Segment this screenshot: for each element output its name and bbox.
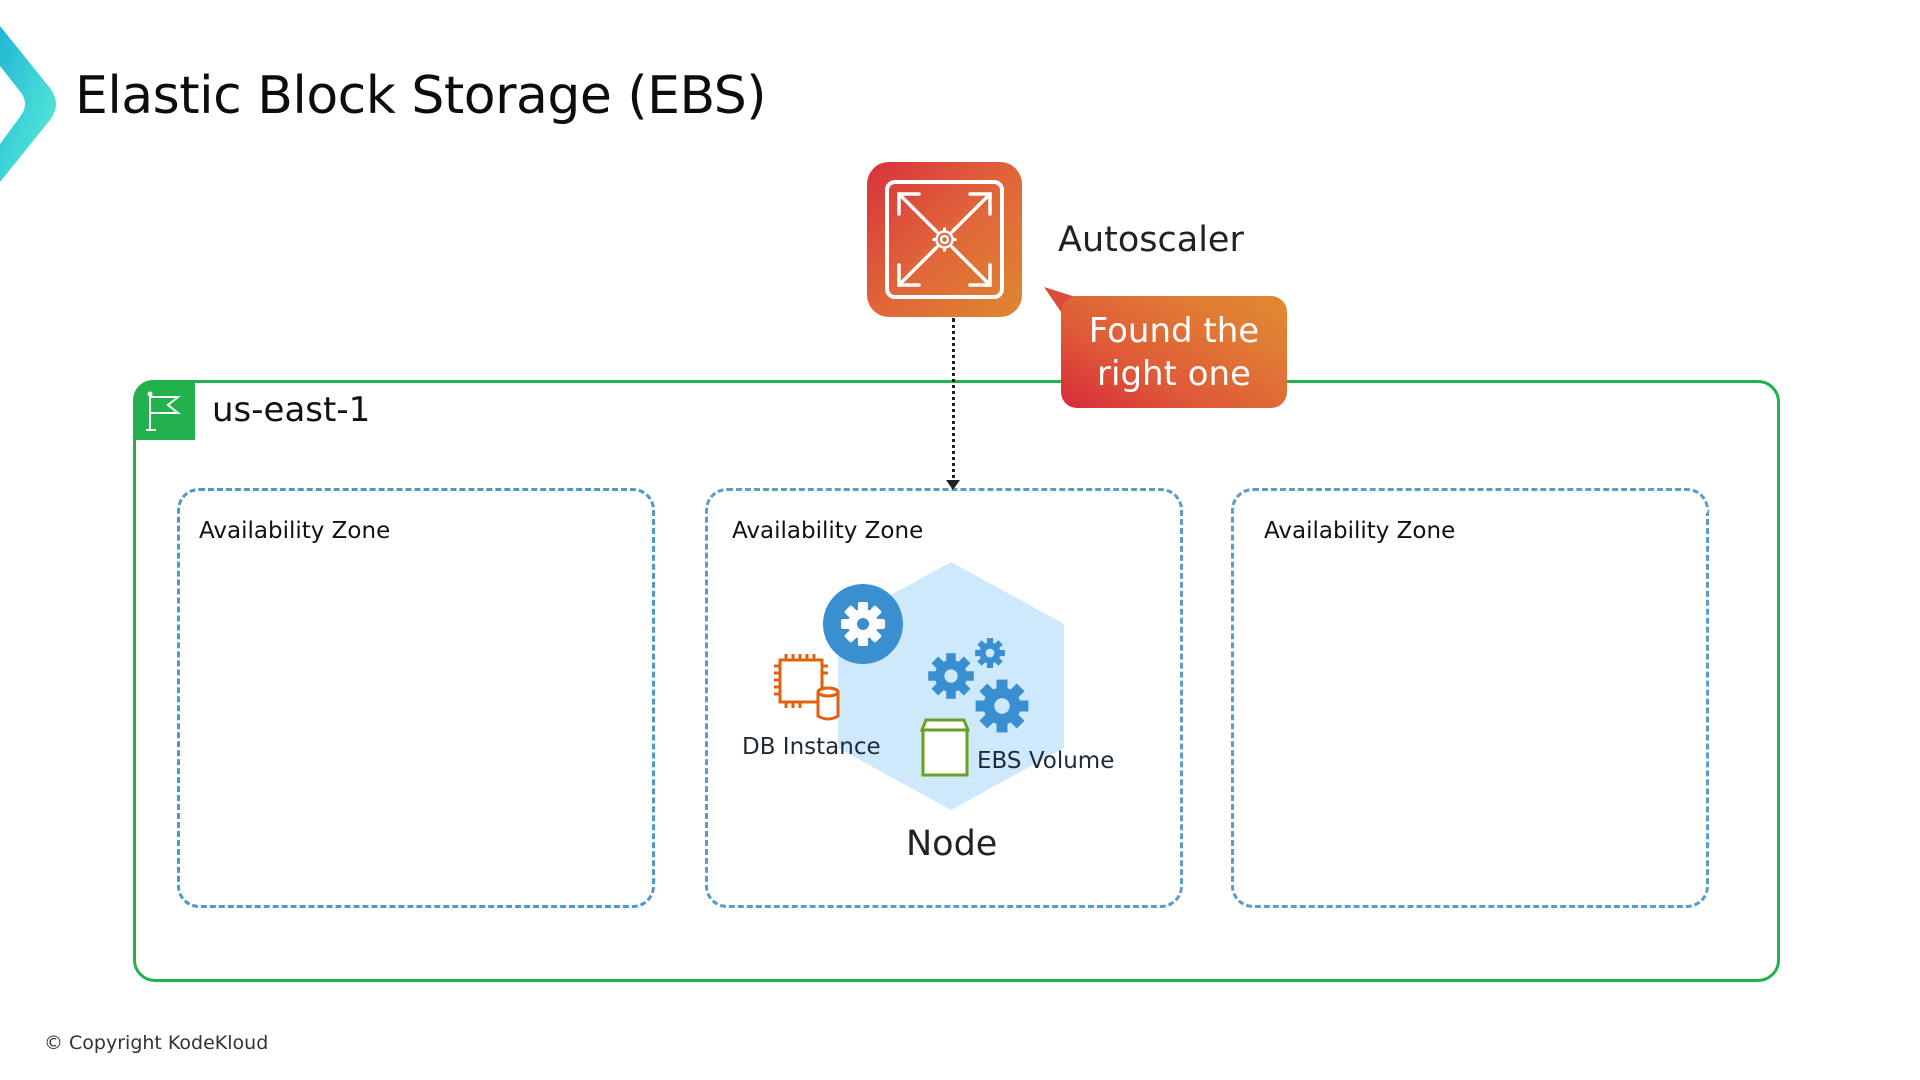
node-settings-badge bbox=[823, 584, 903, 664]
availability-zone-1 bbox=[177, 488, 655, 908]
region-box bbox=[133, 380, 1780, 982]
ebs-volume-label: EBS Volume bbox=[977, 748, 1115, 774]
ebs-volume-icon bbox=[920, 718, 970, 777]
availability-zone-3-label: Availability Zone bbox=[1264, 518, 1456, 544]
callout-bubble: Found the right one bbox=[1061, 296, 1287, 408]
autoscaling-arrows-icon bbox=[885, 180, 1004, 299]
node-label: Node bbox=[906, 824, 998, 864]
db-instance-label: DB Instance bbox=[742, 734, 881, 760]
availability-zone-2-label: Availability Zone bbox=[732, 518, 924, 544]
db-instance-icon bbox=[774, 654, 840, 721]
callout-line-1: Found the bbox=[1088, 311, 1260, 351]
chevron-logo-icon bbox=[0, 26, 56, 182]
callout-line-2: right one bbox=[1097, 354, 1251, 394]
autoscaler-icon-box[interactable] bbox=[867, 162, 1022, 317]
copyright-text: © Copyright KodeKloud bbox=[44, 1032, 269, 1054]
availability-zone-1-label: Availability Zone bbox=[199, 518, 391, 544]
region-label: us-east-1 bbox=[212, 390, 371, 430]
page-title: Elastic Block Storage (EBS) bbox=[75, 66, 767, 126]
autoscaler-connector-line bbox=[952, 318, 955, 486]
availability-zone-2 bbox=[705, 488, 1183, 908]
region-flag-badge bbox=[133, 380, 195, 440]
connector-arrow-icon bbox=[946, 480, 960, 490]
availability-zone-3 bbox=[1231, 488, 1709, 908]
gear-icon bbox=[841, 602, 885, 646]
autoscaler-label: Autoscaler bbox=[1058, 220, 1244, 260]
flag-icon bbox=[146, 391, 181, 431]
